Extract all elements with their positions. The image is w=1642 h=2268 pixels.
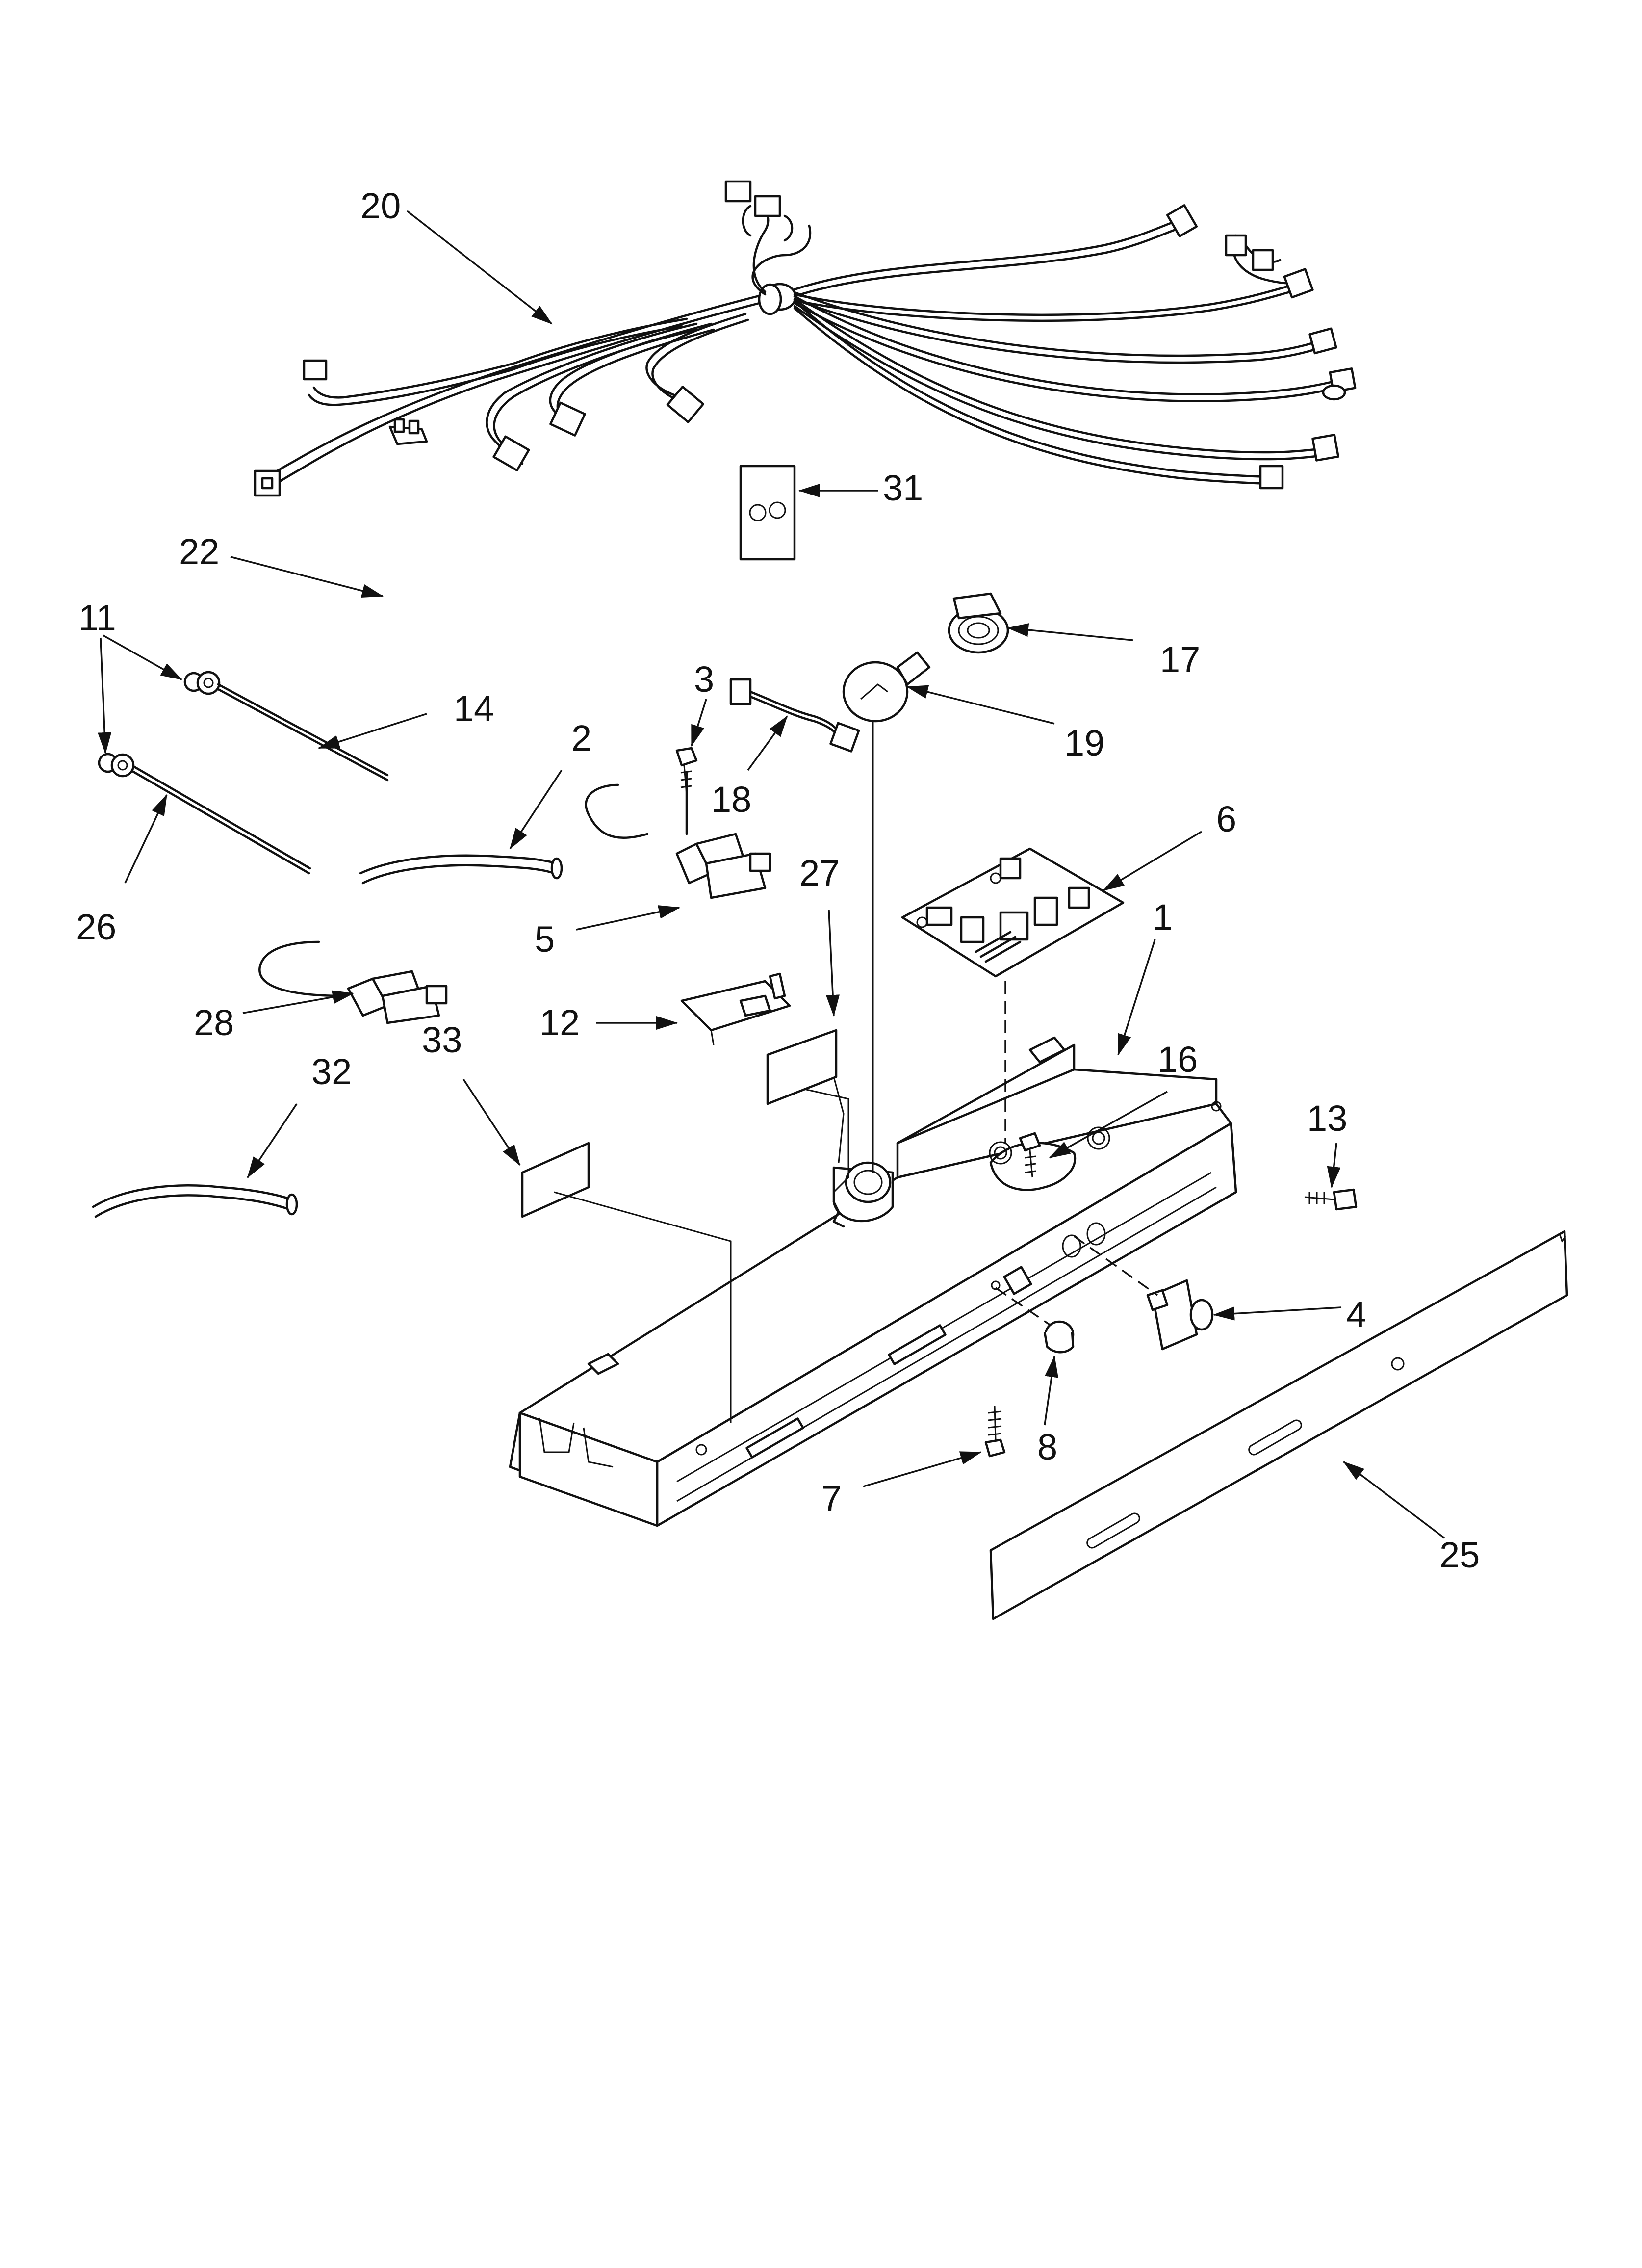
wire-lead-part: [729, 678, 860, 753]
leader-22: [230, 556, 384, 598]
callout-13: 13: [1307, 1098, 1347, 1139]
leader-25: [1343, 1461, 1445, 1539]
cover-panel-part: [989, 1230, 1568, 1620]
leader-11a: [103, 634, 182, 680]
wire-harness-part: [254, 180, 1357, 497]
wire-clip-part: [388, 418, 428, 445]
leader-16: [1049, 1091, 1168, 1159]
leader-1: [1117, 939, 1156, 1056]
callout-33: 33: [422, 1019, 462, 1060]
control-housing-part: [509, 1036, 1237, 1527]
leader-2: [509, 770, 563, 850]
callout-8: 8: [1037, 1427, 1057, 1467]
insulation-pad-part: [739, 465, 796, 561]
leader-4: [1213, 1306, 1342, 1321]
callout-5: 5: [535, 919, 555, 960]
callout-12: 12: [539, 1002, 580, 1043]
label-part-33: [521, 1142, 590, 1218]
leader-20: [406, 210, 553, 325]
leader-6: [1103, 831, 1202, 891]
label-part-27: [766, 1029, 838, 1105]
screw-part-7: [984, 1405, 1006, 1458]
leader-26: [124, 794, 168, 884]
leader-11b: [98, 637, 112, 754]
callout-11: 11: [78, 598, 116, 638]
leader-33: [462, 1079, 521, 1166]
callout-16: 16: [1157, 1039, 1198, 1080]
light-switch-part: [1146, 1279, 1214, 1351]
callout-14: 14: [454, 688, 494, 729]
control-board-part: [901, 847, 1125, 978]
defrost-switch-part: [258, 940, 448, 1024]
leader-arrows: [98, 210, 1445, 1539]
callout-26: 26: [76, 907, 116, 947]
leader-27: [826, 910, 840, 1017]
callout-27: 27: [799, 853, 840, 893]
callout-25: 25: [1439, 1535, 1480, 1575]
callout-6: 6: [1216, 799, 1236, 839]
grommets-and-rods: [98, 671, 389, 875]
leader-18: [747, 715, 788, 771]
drain-tubes: [92, 854, 563, 1218]
callout-2: 2: [571, 718, 591, 758]
assembly-lines: [554, 721, 1158, 1423]
leader-5: [576, 905, 680, 931]
leader-8: [1044, 1356, 1058, 1426]
leader-13: [1327, 1143, 1341, 1188]
callout-7: 7: [821, 1478, 842, 1519]
callout-3: 3: [694, 659, 714, 700]
callout-31: 31: [883, 468, 923, 508]
screw-part-13: [1304, 1188, 1358, 1211]
callout-18: 18: [711, 779, 751, 820]
leader-14: [318, 713, 427, 749]
leader-3: [691, 699, 707, 747]
callout-20: 20: [360, 185, 401, 226]
leader-17: [1007, 623, 1133, 641]
leader-32: [247, 1103, 298, 1178]
screw-part-3: [675, 747, 698, 795]
callout-labels: 20 31 22 11 14 3 2 17 19 18 26 27 6 5 1 …: [76, 185, 1480, 1575]
door-switch-part: [585, 771, 771, 899]
leader-7: [863, 1451, 982, 1487]
button-part: [1043, 1320, 1075, 1354]
light-socket-part: [948, 592, 1009, 654]
callout-22: 22: [179, 531, 219, 572]
bracket-part: [680, 972, 791, 1045]
callout-28: 28: [194, 1002, 234, 1043]
callout-17: 17: [1160, 639, 1200, 680]
callout-4: 4: [1346, 1294, 1366, 1335]
callout-32: 32: [311, 1051, 352, 1092]
callout-19: 19: [1064, 723, 1104, 763]
leader-19: [906, 685, 1055, 725]
callout-1: 1: [1153, 897, 1173, 938]
light-bulb-part: [842, 651, 931, 723]
leader-28: [242, 990, 354, 1014]
